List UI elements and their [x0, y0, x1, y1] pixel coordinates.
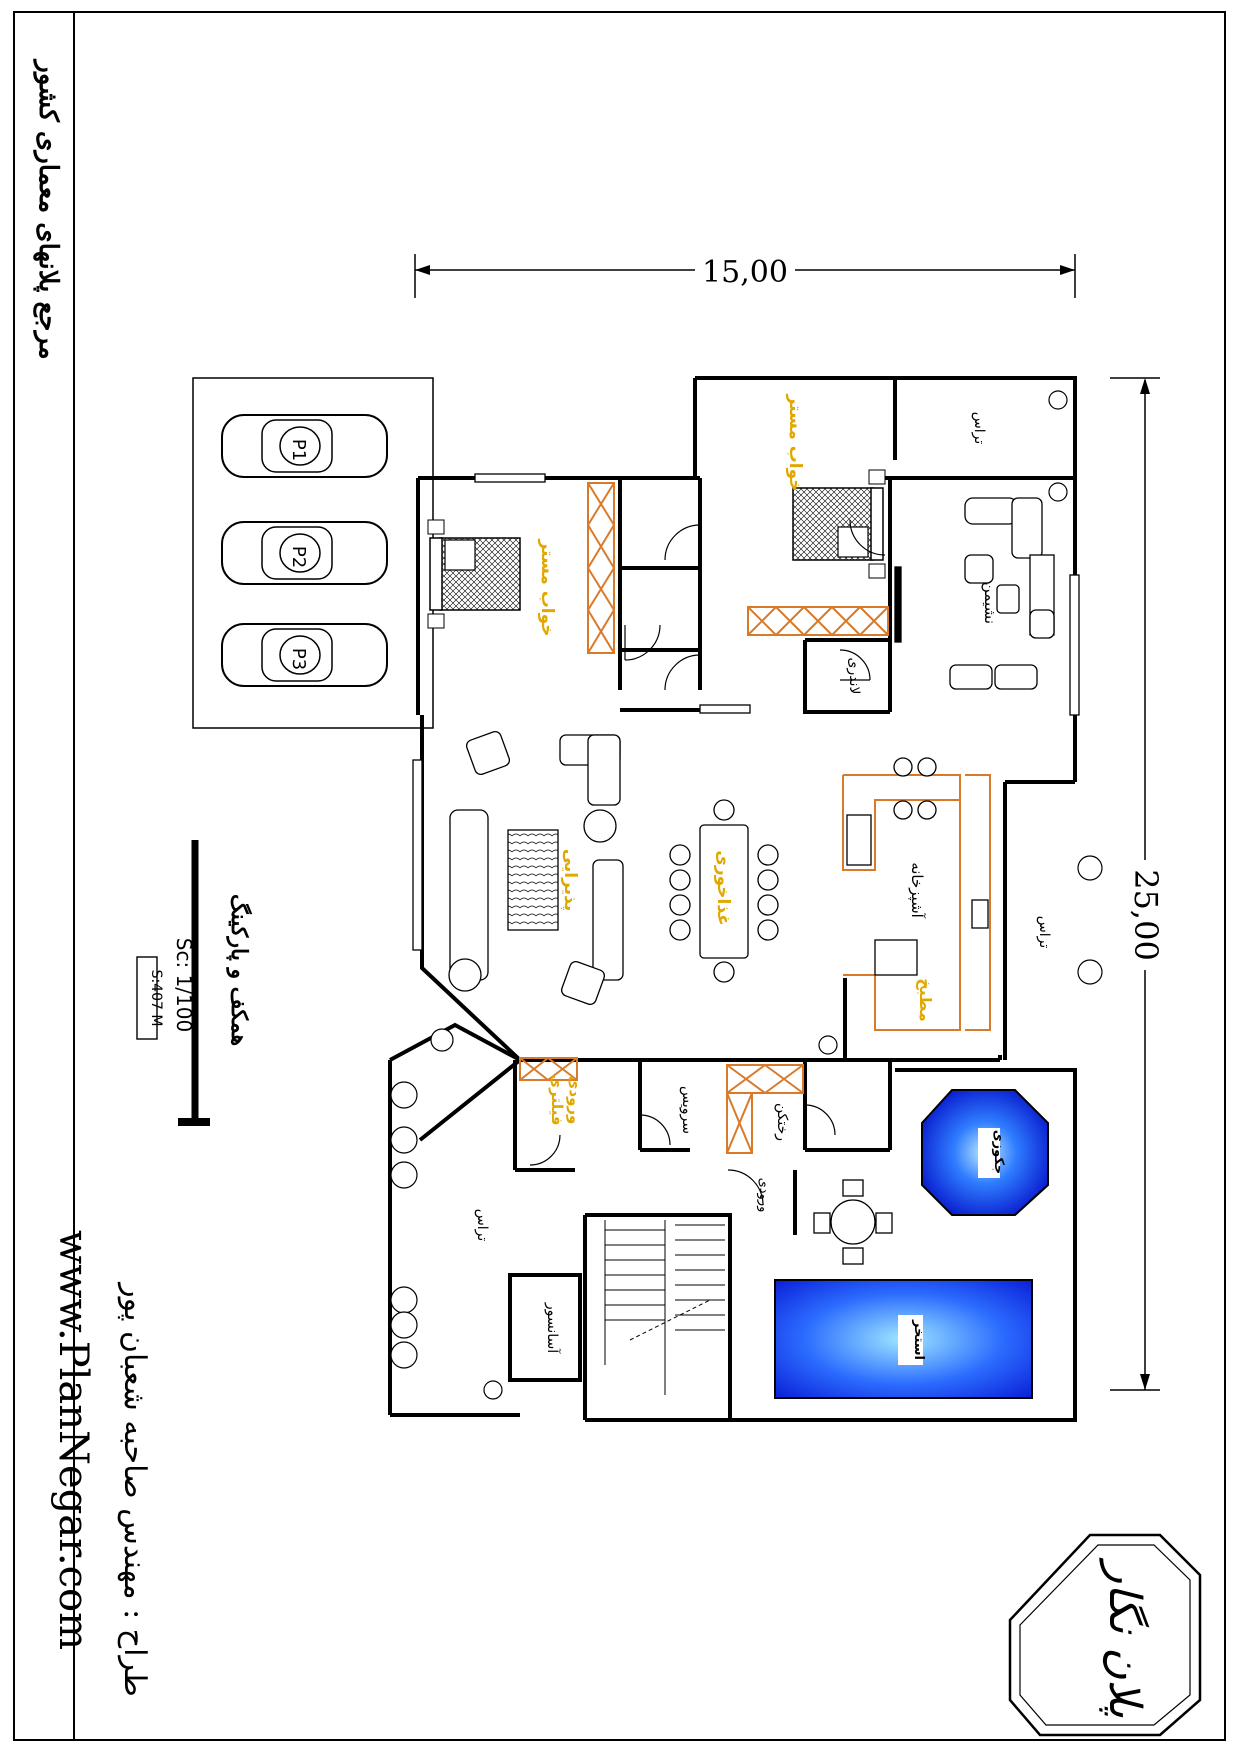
planters	[390, 390, 1103, 1400]
brand-logo: پلان نگار	[1008, 1533, 1202, 1737]
reference-title: مرجع پلانهای معماری کشور	[33, 58, 63, 359]
parking-area: P1 P2 P3	[192, 377, 434, 729]
stair	[604, 1220, 725, 1395]
pool: استخر	[774, 1279, 1033, 1399]
label-entrance: ورودی	[756, 1178, 771, 1213]
label-master-bed-2: خواب مستر	[785, 393, 805, 491]
room-labels: خواب مستر خواب مستر لاندری نشیمن تراس تر…	[474, 393, 1052, 1354]
designer-credit: طراح : مهندس صاحبه شعبان پور	[117, 1281, 152, 1697]
website-link[interactable]: www.PlanNegar.com	[50, 1230, 96, 1650]
pool-label: استخر	[911, 1319, 926, 1360]
label-changing: رختکن	[774, 1103, 790, 1141]
label-reception: پذیرایی	[560, 849, 580, 912]
building-walls	[416, 376, 1077, 1142]
length-dimension: 25,00	[1110, 377, 1165, 1391]
label-terrace-top: تراس	[971, 412, 987, 445]
label-kitchen-orange: مطبخ	[916, 978, 935, 1022]
label-master-bed-1: خواب مستر	[537, 538, 557, 636]
label-service: سرویس	[679, 1086, 695, 1134]
scale-bar-foot	[178, 1118, 210, 1126]
car-p2	[221, 521, 388, 585]
area-box	[136, 956, 158, 1040]
parking-label-p3: P3	[288, 648, 309, 670]
bed-master-2	[792, 469, 886, 579]
label-laundry: لاندری	[846, 658, 862, 695]
car-p3	[221, 623, 388, 687]
door-swings	[529, 519, 886, 1206]
kitchen-fixtures	[846, 757, 989, 976]
label-terrace-lower: تراس	[474, 1209, 490, 1242]
label-entrance-lobby: ورودی	[566, 1076, 584, 1125]
plan-info-block: همکف و پارکینگ Sc: 1/100 S:407 M	[136, 840, 253, 1126]
label-dining: غذاخوری	[713, 850, 733, 926]
plan-title: همکف و پارکینگ	[225, 894, 253, 1046]
jacuzzi-label: جکوزی	[991, 1130, 1006, 1174]
living-furniture	[894, 497, 1055, 690]
reception-furniture	[448, 730, 779, 1006]
patio-table	[813, 1179, 893, 1265]
parking-label-p2: P2	[288, 546, 309, 568]
car-p1	[221, 414, 388, 478]
label-living: نشیمن	[981, 582, 999, 624]
label-cloak: فیلتری	[548, 1074, 566, 1125]
jacuzzi: جکوزی	[921, 1089, 1049, 1216]
plan-area: S:407 M	[148, 970, 164, 1027]
length-value: 25,00	[1127, 869, 1165, 961]
logo-text: پلان نگار	[1099, 1557, 1150, 1718]
bed-master-1	[427, 519, 521, 629]
cabinets	[519, 482, 991, 1154]
title-strip	[13, 11, 75, 1741]
width-dimension: 15,00	[414, 254, 1076, 298]
label-terrace-right: تراس	[1036, 916, 1052, 949]
plan-scale: Sc: 1/100	[172, 938, 196, 1032]
label-kitchen: آشپزخانه	[907, 862, 926, 918]
label-elevator: آسانسور	[544, 1302, 561, 1354]
windows	[412, 473, 1080, 951]
parking-label-p1: P1	[288, 439, 309, 461]
width-value: 15,00	[702, 255, 788, 290]
